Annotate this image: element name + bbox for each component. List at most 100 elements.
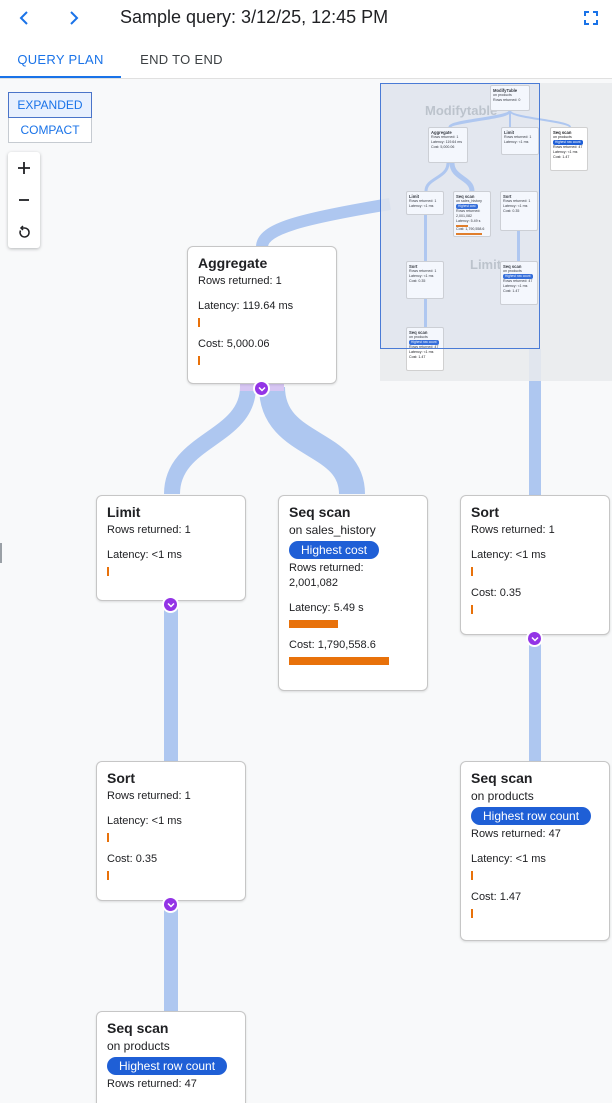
- minimap-node-aggregate: Aggregate Rows returned: 1 Latency: 119.…: [428, 127, 468, 163]
- expand-sort-right-button[interactable]: [528, 632, 541, 645]
- mini-latency: Latency: <1 ms: [409, 204, 434, 208]
- node-title: Seq scan: [107, 1020, 169, 1036]
- minimap-viewport[interactable]: [380, 83, 540, 349]
- chevron-right-icon: [70, 11, 79, 25]
- mini-cost: Cost: 0.35: [503, 209, 520, 213]
- plan-node-seq-scan-products-left[interactable]: Seq scan on products Highest row count R…: [96, 1011, 246, 1103]
- mini-rows: Rows returned: 2,001,082: [456, 209, 481, 218]
- edge-aggregate-limit: [164, 386, 256, 495]
- chevron-down-icon: [257, 386, 266, 392]
- node-latency: Latency: <1 ms: [107, 549, 182, 561]
- minimap-edges: [424, 109, 571, 328]
- latency-bar: [107, 567, 109, 576]
- node-rows-label: Rows returned:: [289, 562, 364, 574]
- zoom-out-button[interactable]: [8, 184, 40, 216]
- mini-title: Seq scan: [409, 330, 428, 335]
- minimap-node-seq-scan-top: Seq scan on products Highest row count R…: [550, 127, 588, 171]
- expand-limit-button[interactable]: [164, 598, 177, 611]
- tab-query-plan[interactable]: QUERY PLAN: [0, 41, 121, 78]
- tab-end-to-end[interactable]: END TO END: [140, 52, 223, 67]
- plan-node-seq-scan-products-right[interactable]: Seq scan on products Highest row count R…: [460, 761, 610, 941]
- highest-cost-badge: Highest cost: [289, 541, 380, 559]
- mini-cost: Cost: 1.47: [409, 355, 426, 359]
- minimap-node-seq-scan-right: Seq scan on products Highest row count R…: [500, 261, 538, 305]
- minimap-node-seq-scan-sales: Seq scan on sales_history Highest cost R…: [453, 191, 491, 237]
- mini-title: Limit: [409, 194, 420, 199]
- node-cost: Cost: 5,000.06: [198, 338, 270, 350]
- cost-bar: [289, 657, 389, 665]
- node-latency: Latency: <1 ms: [471, 853, 546, 865]
- cost-bar: [471, 605, 473, 614]
- mini-latency: Latency: <1 ms: [553, 150, 578, 154]
- expand-sort-left-button[interactable]: [164, 898, 177, 911]
- node-latency: Latency: <1 ms: [107, 815, 182, 827]
- reset-zoom-button[interactable]: [8, 216, 40, 248]
- node-latency: Latency: <1 ms: [471, 549, 546, 561]
- cost-bar: [471, 909, 473, 918]
- expanded-button[interactable]: EXPANDED: [8, 92, 92, 118]
- plan-node-seq-scan-sales-history[interactable]: Seq scan on sales_history Highest cost R…: [278, 495, 428, 691]
- forward-button[interactable]: [58, 4, 90, 32]
- query-plan-canvas[interactable]: Aggregate Rows returned: 1 Latency: 119.…: [0, 79, 612, 1103]
- chevron-down-icon: [166, 602, 175, 608]
- mini-cost: Cost: 1,790,558.6: [456, 227, 485, 231]
- side-panel-handle[interactable]: [0, 543, 2, 563]
- mini-latency: Latency: 5.49 s: [456, 219, 481, 223]
- latency-bar: [198, 318, 200, 327]
- latency-bar: [289, 620, 338, 628]
- mini-rows: Rows returned: 1: [409, 199, 437, 203]
- minimap[interactable]: Modifytable Limit ModifyTable on product…: [380, 83, 612, 381]
- highest-row-count-badge: Highest row count: [471, 807, 592, 825]
- fullscreen-button[interactable]: [575, 4, 607, 32]
- mini-title: Seq scan: [456, 194, 475, 199]
- node-rows: Rows returned: 1: [471, 524, 555, 536]
- mini-cost: Cost: 1.47: [503, 289, 520, 293]
- edge-sort-seqscan-right: [529, 639, 541, 763]
- compact-button[interactable]: COMPACT: [8, 118, 92, 143]
- mini-badge: Highest row count: [503, 274, 533, 279]
- mini-relation: on products: [493, 93, 512, 97]
- chevron-left-icon: [19, 11, 28, 25]
- node-title: Aggregate: [198, 255, 268, 271]
- node-title: Sort: [107, 770, 135, 786]
- mini-title: Seq scan: [553, 130, 572, 135]
- mini-title: ModifyTable: [493, 88, 518, 93]
- node-relation: on products: [107, 1039, 170, 1053]
- mini-cost: Cost: 5,000.06: [431, 145, 455, 149]
- highest-row-count-badge: Highest row count: [107, 1057, 228, 1075]
- mini-latency: Latency: 119.64 ms: [431, 140, 463, 144]
- node-title: Sort: [471, 504, 499, 520]
- mini-latency-bar: [456, 225, 468, 227]
- node-title: Limit: [107, 504, 141, 520]
- mini-latency: Latency: <1 ms: [409, 350, 434, 354]
- node-latency: Latency: 5.49 s: [289, 602, 364, 614]
- mini-rows: Rows returned: 1: [503, 199, 531, 203]
- plan-node-aggregate[interactable]: Aggregate Rows returned: 1 Latency: 119.…: [187, 246, 337, 384]
- mini-rows: Rows returned: 0: [493, 98, 521, 102]
- node-relation: on products: [471, 789, 534, 803]
- mini-cost: Cost: 0.35: [409, 279, 426, 283]
- node-rows: Rows returned: 1: [107, 524, 191, 536]
- mini-rows: Rows returned: 1: [431, 135, 459, 139]
- mini-latency: Latency: <1 ms: [409, 274, 434, 278]
- minimap-node-limit-top: Limit Rows returned: 1 Latency: <1 ms: [501, 127, 539, 155]
- mini-title: Seq scan: [503, 264, 522, 269]
- edge-root-sort-right: [529, 349, 541, 496]
- zoom-in-button[interactable]: [8, 152, 40, 184]
- expand-aggregate-button[interactable]: [255, 382, 268, 395]
- plan-node-sort-left[interactable]: Sort Rows returned: 1 Latency: <1 ms Cos…: [96, 761, 246, 901]
- chevron-down-icon: [530, 636, 539, 642]
- mini-badge: Highest row count: [409, 340, 439, 345]
- mini-badge: Highest cost: [456, 204, 478, 209]
- node-cost: Cost: 1.47: [471, 891, 522, 903]
- latency-bar: [471, 567, 473, 576]
- mini-relation: on sales_history: [456, 199, 482, 203]
- plan-node-limit[interactable]: Limit Rows returned: 1 Latency: <1 ms: [96, 495, 246, 601]
- node-cost: Cost: 0.35: [471, 587, 522, 599]
- edge-aggregate-seqscan: [259, 386, 365, 496]
- back-button[interactable]: [8, 4, 40, 32]
- cost-bar: [198, 356, 200, 365]
- cost-bar: [107, 871, 109, 880]
- plan-node-sort-right[interactable]: Sort Rows returned: 1 Latency: <1 ms Cos…: [460, 495, 610, 635]
- minimap-node-limit: Limit Rows returned: 1 Latency: <1 ms: [406, 191, 444, 215]
